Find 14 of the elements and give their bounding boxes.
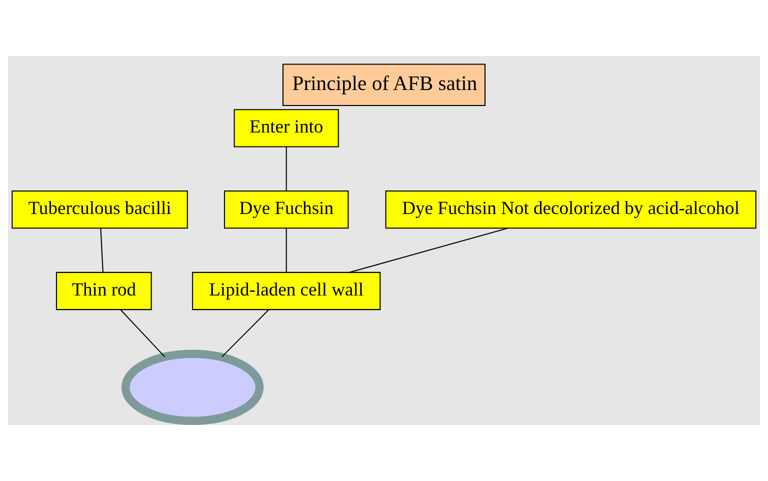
diagram-title: Principle of AFB satin xyxy=(292,73,478,96)
node-box: Lipid-laden cell wall xyxy=(192,272,381,310)
node-box: Dye Fuchsin Not decolorized by acid-alcohol xyxy=(385,190,756,229)
connector xyxy=(222,309,270,358)
connector xyxy=(100,228,104,272)
node-box: Thin rod xyxy=(56,272,152,310)
node-box: Enter into xyxy=(234,109,339,148)
connector xyxy=(286,146,287,191)
connector xyxy=(286,228,287,272)
connector xyxy=(120,309,166,358)
connector xyxy=(349,228,508,273)
node-box: Tuberculous bacilli xyxy=(12,190,188,229)
node-box: Dye Fuchsin xyxy=(224,190,349,229)
node-circle xyxy=(121,350,264,425)
